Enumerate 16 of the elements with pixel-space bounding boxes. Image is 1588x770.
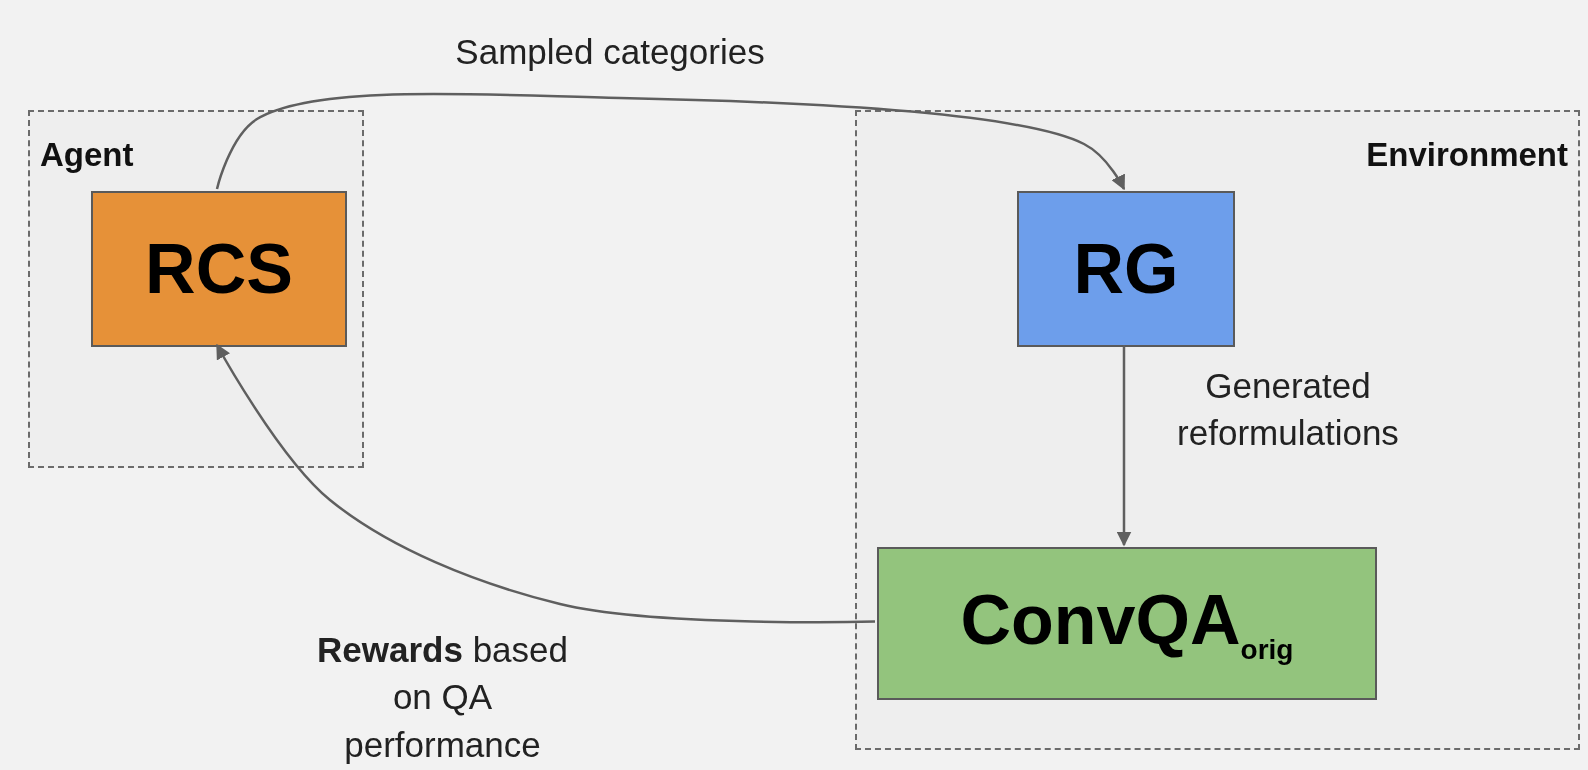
arrow [1116,345,1132,547]
group-title: Agent [40,136,134,174]
box-label: RG [1073,229,1179,309]
edge-label: Rewards based on QA performance [316,629,569,766]
agent-group [28,110,364,468]
process-box [91,191,347,347]
environment-group [855,110,1580,750]
box-label: ConvQA$_{orig}$ [960,580,1294,667]
arrow [215,343,876,624]
process-box [877,547,1377,700]
edge-label: Sampled categories [454,31,766,73]
process-box [1017,191,1235,347]
edge-label: Generated reformulations [1176,365,1400,455]
arrow [215,92,1126,191]
group-title: Environment [1366,136,1568,174]
box-label: RCS [145,229,293,309]
